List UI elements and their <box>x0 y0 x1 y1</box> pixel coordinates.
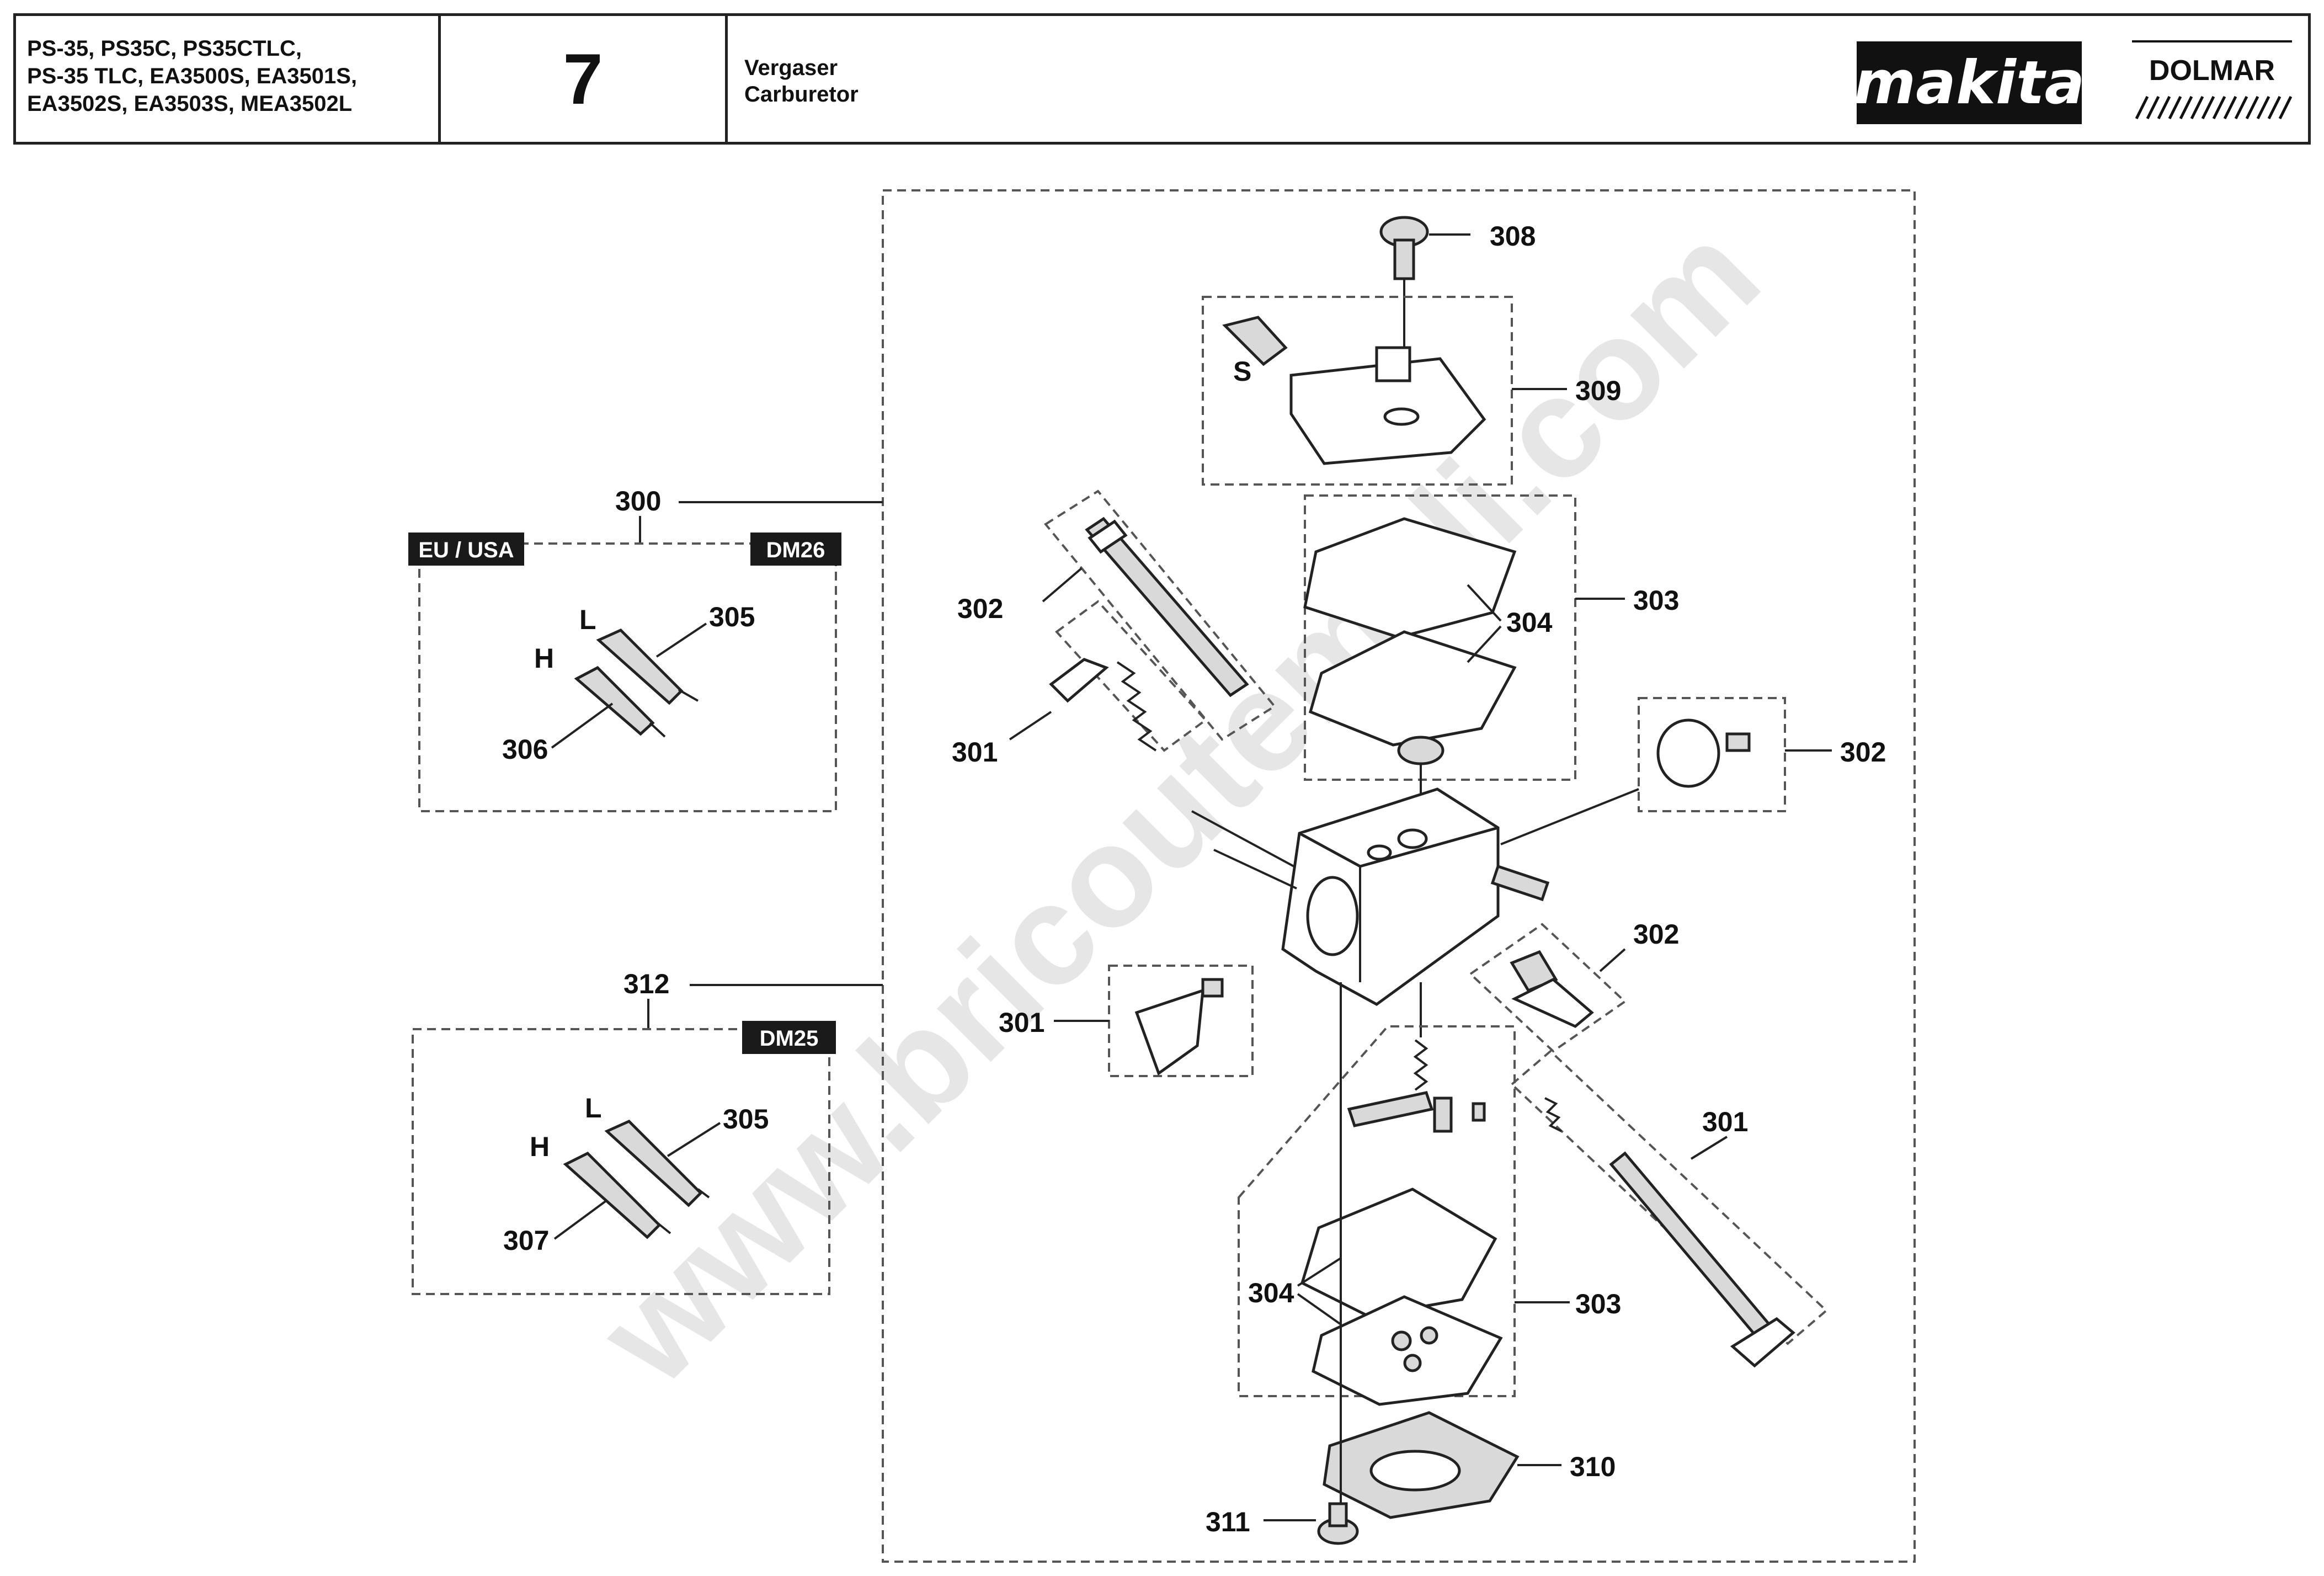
callout-301: 301 <box>1702 1106 1748 1137</box>
callout-302: 302 <box>957 593 1003 624</box>
callout-310: 310 <box>1570 1451 1616 1482</box>
callout-302: 302 <box>1840 737 1886 768</box>
part-box-302-lower <box>1468 923 1627 1053</box>
title-english: Carburetor <box>744 82 859 107</box>
tag-dm25 <box>742 1021 836 1054</box>
group-box-dm25 <box>412 1028 830 1295</box>
callout-303: 303 <box>1575 1289 1621 1319</box>
model-line: PS-35, PS35C, PS35CTLC, <box>27 36 302 61</box>
callout-309: 309 <box>1575 375 1621 406</box>
screw-icon <box>1379 216 1429 280</box>
part-box-302-shaft <box>1044 489 1276 741</box>
callout-304: 304 <box>1506 607 1553 638</box>
valve-plate-icon <box>1134 978 1224 1075</box>
makita-logo: makita <box>1854 41 2085 124</box>
dolmar-logo: DOLMAR <box>2132 40 2292 120</box>
tag-dm25-label: DM25 <box>760 1026 819 1051</box>
shaft-icon <box>1544 1097 1795 1368</box>
makita-logo-text: makita <box>1854 49 2085 118</box>
part-box-301-upper <box>1055 600 1207 752</box>
part-box-301-lower <box>1510 1050 1828 1345</box>
tag-dm26 <box>750 533 841 566</box>
needle-label-high: H <box>534 643 554 674</box>
exploded-parts-diagram: .dash { fill:none; stroke:#555; stroke-w… <box>0 145 2324 1576</box>
dolmar-logo-text: DOLMAR <box>2149 55 2275 87</box>
callout-306: 306 <box>502 734 548 765</box>
part-box-303-upper <box>1304 494 1576 781</box>
callout-305: 305 <box>709 601 755 632</box>
assembly-frame <box>882 189 1916 1563</box>
lever-icon <box>1049 658 1109 703</box>
needle-label-high: H <box>530 1131 550 1162</box>
needle-icon <box>574 629 699 738</box>
callout-301: 301 <box>952 737 998 768</box>
cover-icon <box>1222 316 1486 465</box>
spring-icon <box>1116 661 1157 752</box>
lever-icon <box>1510 950 1594 1028</box>
callout-311: 311 <box>1206 1506 1250 1537</box>
model-line: PS-35 TLC, EA3500S, EA3501S, <box>27 64 358 88</box>
callout-312: 312 <box>623 968 669 999</box>
tag-eu-usa <box>408 533 524 566</box>
needle-valve-icon <box>1347 1039 1486 1133</box>
valve-plate-icon <box>1656 718 1751 788</box>
tag-eu-usa-label: EU / USA <box>418 538 514 562</box>
callout-302: 302 <box>1633 919 1679 950</box>
screen-icon <box>1397 736 1444 765</box>
membrane-icon <box>1300 1188 1503 1406</box>
needle-icon <box>563 1120 710 1239</box>
callout-308: 308 <box>1490 221 1536 252</box>
title-german: Vergaser <box>744 56 838 80</box>
gasket-icon <box>1303 517 1517 747</box>
callout-303: 303 <box>1633 585 1679 616</box>
callout-300: 300 <box>615 486 661 517</box>
callout-304: 304 <box>1248 1277 1294 1308</box>
model-list: PS-35, PS35C, PS35CTLC, PS-35 TLC, EA350… <box>16 16 441 142</box>
needle-label-low: L <box>579 604 596 635</box>
pump-cover-icon <box>1323 1411 1520 1519</box>
part-box-302-right <box>1638 697 1786 812</box>
tag-dm26-label: DM26 <box>766 538 825 562</box>
carburetor-body-icon <box>1281 787 1550 1006</box>
callout-301: 301 <box>999 1007 1044 1038</box>
screw-icon <box>1317 1502 1359 1545</box>
needle-label-low: L <box>585 1093 602 1124</box>
callout-307: 307 <box>503 1225 549 1256</box>
group-box-dm26 <box>418 542 837 812</box>
shaft-icon <box>1085 517 1249 698</box>
callout-305: 305 <box>723 1104 769 1135</box>
page-number: 7 <box>441 16 728 142</box>
screw-label: S <box>1233 356 1251 387</box>
part-box-303-lower <box>1238 1025 1516 1397</box>
model-line: EA3502S, EA3503S, MEA3502L <box>27 92 353 116</box>
section-title: Vergaser Carburetor <box>728 16 1831 142</box>
title-block: PS-35, PS35C, PS35CTLC, PS-35 TLC, EA350… <box>13 13 2311 145</box>
part-box-309 <box>1202 296 1513 486</box>
